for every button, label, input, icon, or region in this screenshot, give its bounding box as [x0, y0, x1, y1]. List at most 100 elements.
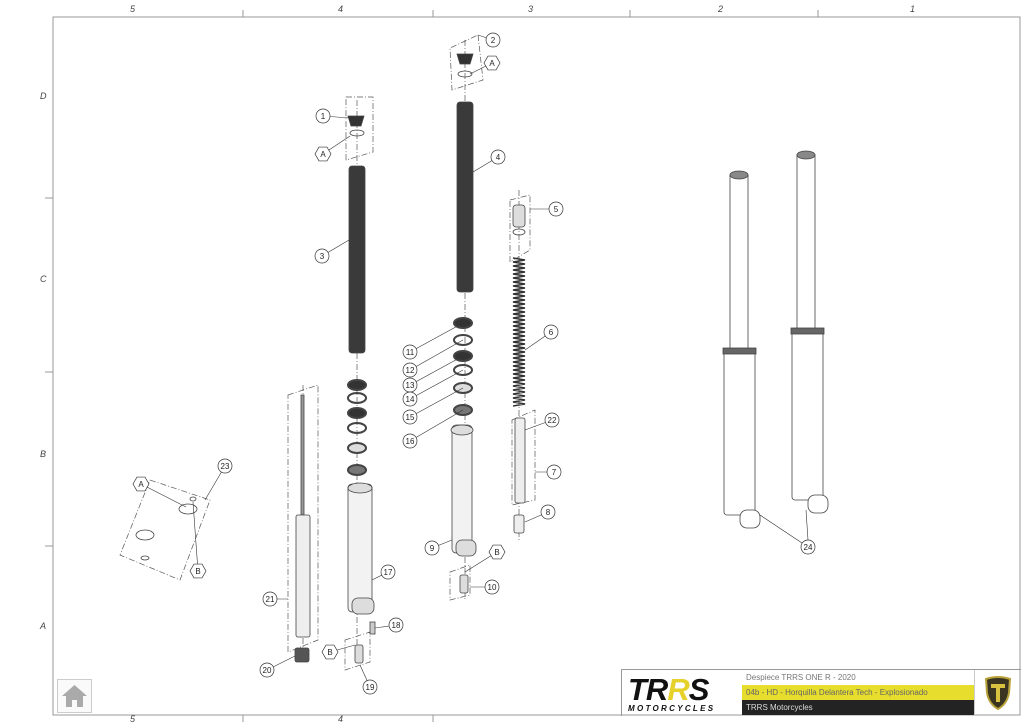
callout-circle — [402, 344, 418, 360]
callout-circle — [544, 412, 560, 428]
leader-line — [192, 501, 199, 572]
callout-circle — [546, 464, 562, 480]
spring — [512, 257, 526, 407]
group-box — [345, 96, 374, 161]
lower-leg-top — [450, 424, 474, 436]
seal-ring — [347, 407, 367, 419]
seal-ring — [347, 442, 367, 454]
callout-8: 8 — [524, 504, 556, 523]
leader-line — [409, 339, 464, 371]
callout-label: 3 — [320, 252, 325, 261]
damper-rod — [300, 394, 305, 516]
axle-clamp — [351, 597, 375, 615]
callout-circle — [548, 201, 564, 217]
callout-label: 22 — [548, 416, 557, 425]
callout-label: 8 — [546, 508, 551, 517]
callout-22: 22 — [524, 412, 560, 431]
callout-hexagon — [321, 644, 339, 660]
callout-A: A — [132, 476, 187, 508]
callout-11: 11 — [402, 322, 464, 360]
assembled-fork-cap — [796, 150, 816, 160]
assembled-fork-lower — [791, 329, 824, 501]
o-ring — [457, 70, 473, 78]
assembled-fork-lower — [723, 349, 756, 516]
column-label: 3 — [528, 4, 534, 14]
assembled-fork-seal — [722, 347, 757, 355]
callout-hexagon — [483, 55, 501, 71]
callout-label: B — [195, 567, 200, 576]
row-label: C — [40, 274, 47, 284]
callout-label: 9 — [430, 544, 435, 553]
callout-label: A — [138, 480, 144, 489]
callout-label: 7 — [552, 468, 557, 477]
callout-circle — [315, 108, 331, 124]
callout-circle — [490, 149, 506, 165]
drawing-title: Despiece TRRS ONE R - 2020 — [742, 670, 974, 685]
drawing-subtitle: 04b - HD - Horquilla Delantera Tech - Ex… — [742, 685, 974, 700]
assembled-fork-cap — [729, 170, 749, 180]
callout-12: 12 — [402, 339, 464, 378]
assembled-axle-clamp — [739, 509, 761, 529]
assembled-fork-seal — [790, 327, 825, 335]
lower-leg-top — [347, 482, 373, 494]
group-box — [449, 34, 484, 91]
column-label: 1 — [910, 4, 916, 14]
leader-line — [409, 369, 464, 400]
callout-B: B — [189, 501, 207, 579]
callout-circle — [484, 579, 500, 595]
exploded-parts — [119, 34, 829, 671]
row-label: A — [40, 621, 47, 631]
group-box — [287, 384, 319, 653]
callout-label: 12 — [406, 366, 415, 375]
o-ring — [349, 129, 365, 137]
leader-line — [409, 355, 464, 386]
callout-circle — [380, 564, 396, 580]
callout-circle — [540, 504, 556, 520]
callout-circle — [543, 324, 559, 340]
callout-19: 19 — [359, 664, 378, 695]
group-box — [449, 564, 471, 601]
callout-label: 11 — [406, 348, 415, 357]
callout-A: A — [469, 55, 501, 75]
callout-circle — [259, 662, 275, 678]
callout-13: 13 — [402, 355, 464, 393]
column-label: 5 — [130, 714, 136, 724]
callout-label: 2 — [491, 36, 496, 45]
callout-1: 1 — [315, 108, 351, 124]
seal-ring — [453, 334, 473, 346]
logo-main: TRRS — [628, 672, 709, 707]
cartridge — [514, 417, 526, 504]
callout-label: 10 — [488, 583, 497, 592]
lower-leg-right — [451, 424, 473, 554]
home-button[interactable] — [57, 679, 92, 713]
assembled-axle-clamp — [807, 494, 829, 514]
sheet-frame — [45, 10, 1021, 722]
callout-14: 14 — [402, 369, 464, 407]
callout-15: 15 — [402, 387, 464, 425]
callout-18: 18 — [374, 617, 404, 633]
column-label: 4 — [338, 714, 344, 724]
emblem — [974, 670, 1021, 716]
top-cap-left — [347, 115, 365, 127]
leader-line — [409, 387, 464, 418]
o-ring — [512, 228, 526, 236]
callout-label: 16 — [406, 437, 415, 446]
callout-3: 3 — [314, 239, 350, 264]
row-label: D — [40, 91, 47, 101]
leader-line — [409, 409, 464, 442]
leader-line — [759, 514, 809, 548]
seal-ring — [347, 379, 367, 391]
callout-24: 24 — [759, 514, 816, 555]
row-label: B — [40, 449, 47, 459]
callout-label: B — [494, 548, 499, 557]
leader-line — [140, 483, 187, 508]
lower-leg-left — [347, 483, 373, 613]
callout-A: A — [314, 135, 351, 162]
callout-circle — [402, 391, 418, 407]
group-box — [511, 409, 536, 506]
callout-9: 9 — [424, 539, 453, 556]
callout-circle — [485, 32, 501, 48]
callout-10: 10 — [470, 579, 500, 595]
column-label: 5 — [130, 4, 136, 14]
axle-clamp — [455, 539, 477, 557]
